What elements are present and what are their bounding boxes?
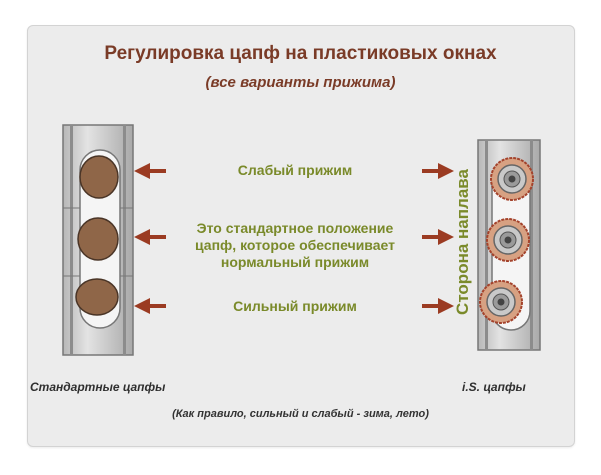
sash-side-text: Сторона наплава: [453, 169, 472, 315]
is-pin-middle: [486, 218, 530, 262]
diagram-title: Регулировка цапф на пластиковых окнах: [104, 43, 497, 64]
sash-side-label: Сторона наплава: [452, 153, 474, 331]
standard-pins-caption: Стандартные цапфы: [30, 380, 166, 394]
standard-pin-bottom: [75, 278, 119, 316]
standard-pin-top: [79, 155, 119, 199]
footnote: (Как правило, сильный и слабый - зима, л…: [172, 408, 429, 420]
standard-position-line-3: нормальный прижим: [220, 254, 370, 270]
standard-position-line-2: цапф, которое обеспечивает: [195, 237, 395, 253]
standard-position-line-1: Это стандартное положение: [196, 220, 394, 236]
diagram-subtitle: (все варианты прижима): [205, 74, 396, 91]
is-pin-bottom: [479, 280, 523, 324]
standard-pin-middle: [77, 217, 119, 261]
weak-pressure-label: Слабый прижим: [237, 162, 353, 178]
strong-pressure-label: Сильный прижим: [233, 298, 357, 314]
is-pin-top: [490, 157, 534, 201]
is-pins-caption: i.S. цапфы: [462, 380, 526, 394]
